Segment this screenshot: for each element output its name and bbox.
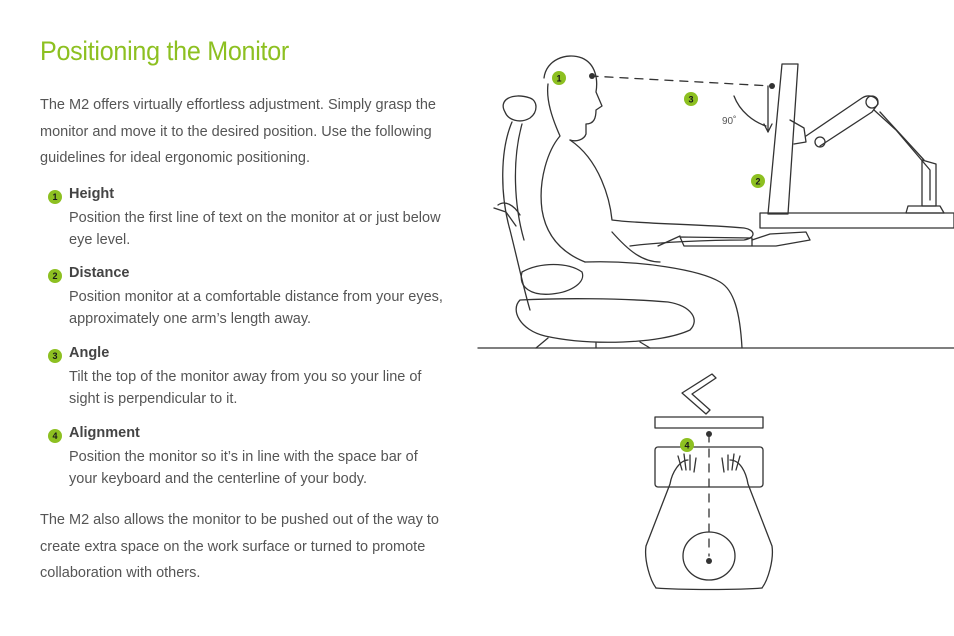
monitor-center-dot [706,431,712,437]
guideline-number-badge: 4 [48,429,62,443]
seated-person [540,55,754,349]
guideline-text: Position the monitor so it’s in line wit… [69,449,418,487]
page-title: Positioning the Monitor [40,36,290,66]
angle-arc [733,95,767,127]
guideline-number-badge: 2 [48,269,62,283]
marker-4: 4 [680,438,694,452]
desk [679,212,954,247]
office-chair [493,95,695,349]
guideline-heading: Angle [69,345,110,361]
guideline-heading: Alignment [69,425,140,441]
guideline-text: Tilt the top of the monitor away from yo… [69,369,422,407]
monitor-dot [769,83,775,89]
marker-label: 4 [684,441,689,451]
marker-label: 3 [688,95,693,105]
arrow-head [763,123,773,133]
marker-3: 3 [684,92,698,106]
guideline-text: Position the first line of text on the m… [69,210,441,248]
guideline-heading: Height [69,186,115,202]
eye-dot [589,73,595,79]
marker-label: 1 [556,74,561,84]
head-center-dot [706,558,712,564]
guideline-number-badge: 3 [48,349,62,363]
monitor-on-arm [767,63,945,215]
guideline-number-badge: 1 [48,190,62,204]
sight-line [589,75,773,87]
angle-label: 90˚ [722,115,736,127]
marker-2: 2 [751,174,765,188]
intro-paragraph: The M2 offers virtually effortless adjus… [40,97,436,166]
marker-label: 2 [755,177,760,187]
marker-1: 1 [552,71,566,85]
guideline-text: Position monitor at a comfortable distan… [69,289,443,327]
outro-paragraph: The M2 also allows the monitor to be pus… [40,512,439,581]
guideline-heading: Distance [69,265,130,281]
